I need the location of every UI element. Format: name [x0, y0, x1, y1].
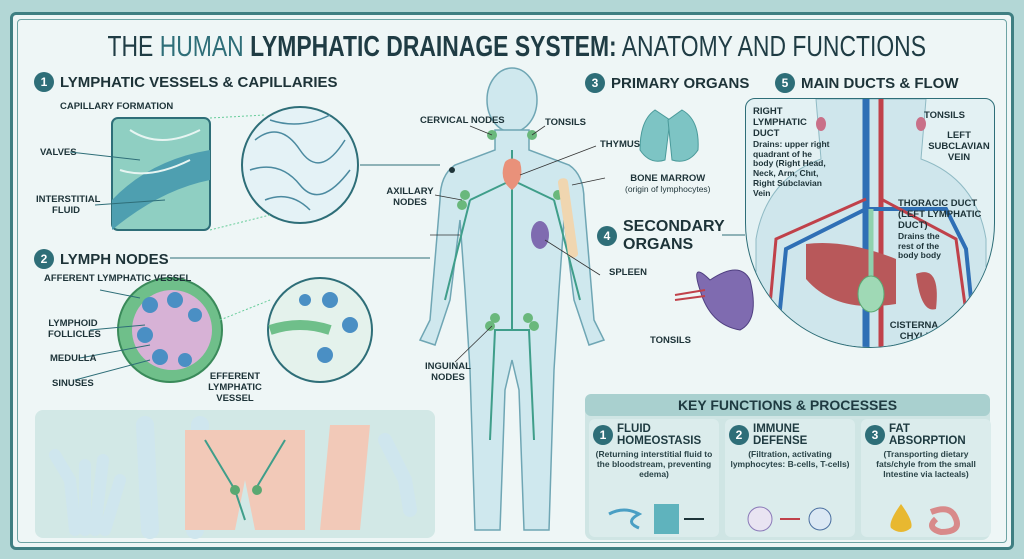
axillary-nodes-label: AXILLARY NODES	[386, 186, 434, 208]
thoracic-duct-note: Drains the rest of the body body	[898, 230, 941, 261]
left-subclavian-label: LEFT SUBCLAVIAN VEIN	[928, 130, 990, 163]
ducts-illustration	[755, 99, 987, 347]
inguinal-nodes-label: INGUINAL NODES	[425, 361, 471, 383]
thoracic-duct-label: THORACIC DUCT (LEFT LYMPHATIC DUCT)Drain…	[898, 198, 983, 261]
interstitial-fluid-label: INTERSTITIAL FLUID	[36, 194, 101, 216]
cervical-nodes-label: CERVICAL NODES	[420, 115, 505, 126]
right-duct-title: RIGHT LYMPHATIC DUCT	[753, 106, 807, 139]
valves-label: VALVES	[40, 147, 77, 158]
limbs-illustration-panel	[35, 410, 435, 539]
lymphoid-follicles-label: LYMPHOID FOLLICLES	[48, 318, 101, 340]
page-title: THE HUMAN LYMPHATIC DRAINAGE SYSTEM: ANA…	[107, 31, 926, 63]
capillary-formation-label: CAPILLARY FORMATION	[60, 101, 174, 112]
sinuses-label: SINUSES	[52, 378, 94, 389]
spleen-label: SPLEEN	[609, 267, 648, 278]
bone-marrow-title: BONE MARROW	[630, 173, 706, 184]
thymus-label: THYMUS	[600, 139, 641, 150]
fat-droplet-intestine-icon	[890, 504, 960, 536]
bone-marrow-label: BONE MARROW(origin of lymphocytes)	[625, 173, 711, 195]
immune-cells-icon	[747, 506, 832, 532]
efferent-vessel-label: EFFERENT LYMPHATIC VESSEL	[208, 371, 262, 404]
secondary-tonsils-label: TONSILS	[650, 335, 691, 346]
afferent-vessel-label: AFFERENT LYMPHATIC VESSEL	[44, 273, 192, 284]
functions-header: KEY FUNCTIONS & PROCESSES	[585, 394, 990, 416]
thoracic-duct-title: THORACIC DUCT (LEFT LYMPHATIC DUCT)	[898, 198, 982, 231]
limbs-illustration	[49, 416, 417, 539]
right-duct-note: Drains: upper right quadrant of he body …	[753, 138, 830, 198]
body-tonsils-label: TONSILS	[545, 117, 586, 128]
fluid-flow-icon	[608, 504, 704, 534]
ducts-tonsils-label: TONSILS	[924, 110, 965, 121]
bone-marrow-note: (origin of lymphocytes)	[625, 183, 711, 194]
cisterna-chyli-label: CISTERNA CHYLI	[889, 320, 939, 342]
medulla-label: MEDULLA	[50, 353, 97, 364]
